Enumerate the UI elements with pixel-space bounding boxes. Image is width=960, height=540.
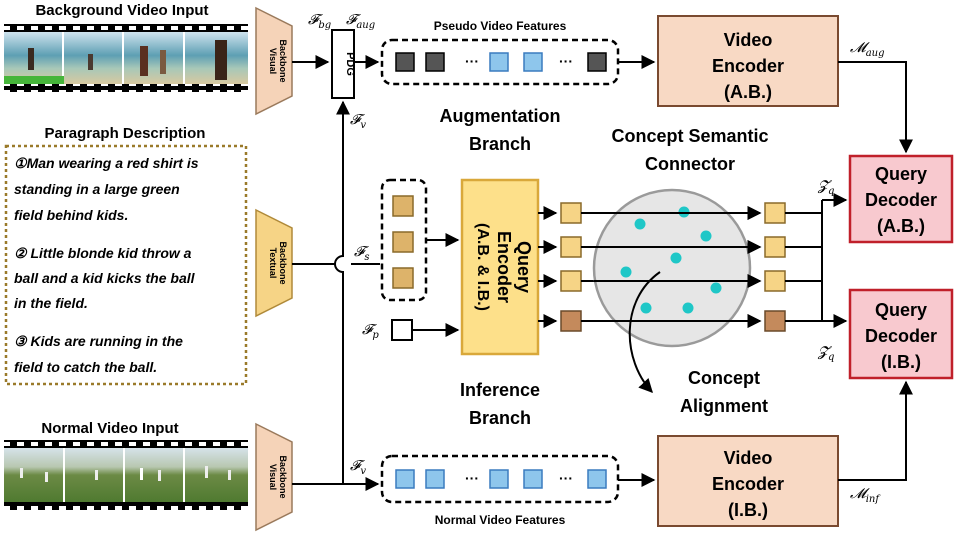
paragraph-1-line-3: field behind kids. <box>14 207 128 223</box>
pseudo-features-title: Pseudo Video Features <box>434 19 567 33</box>
paragraph-3-line-2: field to catch the ball. <box>14 359 157 375</box>
inference-branch-label: Inference <box>460 380 540 400</box>
concept-alignment-label-2: Alignment <box>680 396 768 416</box>
z-q-bottom-label: 𝓩q <box>817 344 834 363</box>
augmentation-branch-label-2: Branch <box>469 134 531 154</box>
paragraph-2-line-2: ball and a kid kicks the ball <box>14 270 196 286</box>
f-p-box <box>391 319 413 341</box>
svg-text:Backbone: Backbone <box>278 455 288 498</box>
svg-text:···: ··· <box>465 53 479 69</box>
paragraph-1-line-2: standing in a large green <box>14 181 180 197</box>
paragraph-2-line-1: ② Little blonde kid throw a <box>14 245 192 261</box>
query-tokens-out <box>764 193 848 332</box>
query-decoder-ab: Query Decoder (A.B.) <box>848 154 954 244</box>
svg-text:(I.B.): (I.B.) <box>881 352 921 372</box>
svg-text:PDG: PDG <box>344 52 356 76</box>
m-inf-label: 𝓜inf <box>850 486 881 505</box>
svg-text:Visual: Visual <box>268 48 278 74</box>
svg-text:···: ··· <box>559 53 573 69</box>
svg-text:Encoder: Encoder <box>712 474 784 494</box>
svg-text:Textual: Textual <box>268 248 278 279</box>
svg-text:(A.B.): (A.B.) <box>724 82 772 102</box>
normal-features-title: Normal Video Features <box>435 513 566 527</box>
paragraph-1-line-1: ①Man wearing a red shirt is <box>14 155 199 171</box>
svg-text:···: ··· <box>465 470 479 486</box>
normal-feature-tokens: ··· ··· <box>395 469 607 489</box>
paragraph-text: ①Man wearing a red shirt is standing in … <box>14 155 199 375</box>
visual-backbone-bottom: Visual Backbone <box>255 422 293 532</box>
concept-connector-label: Concept Semantic <box>611 126 768 146</box>
svg-text:Video: Video <box>724 448 773 468</box>
query-decoder-ib: Query Decoder (I.B.) <box>848 288 954 380</box>
normal-video-title: Normal Video Input <box>41 420 178 437</box>
svg-text:Video: Video <box>724 30 773 50</box>
paragraph-box <box>4 144 248 386</box>
video-encoder-ab: Video Encoder (A.B.) <box>657 15 839 107</box>
pseudo-feature-tokens: ··· ··· <box>395 52 607 72</box>
f-v-top-label: 𝓕v <box>350 112 366 131</box>
connector-arrows <box>594 206 762 328</box>
svg-text:(A.B. & I.B.): (A.B. & I.B.) <box>474 223 491 311</box>
svg-text:Backbone: Backbone <box>278 39 288 82</box>
query-encoder: Query Encoder (A.B. & I.B.) <box>460 178 540 356</box>
f-bg-label: 𝓕bg <box>308 12 331 31</box>
f-s-label: 𝓕s <box>354 244 369 263</box>
augmentation-branch-label: Augmentation <box>440 106 561 126</box>
paragraph-2-line-3: in the field. <box>14 295 88 311</box>
svg-text:Backbone: Backbone <box>278 241 288 284</box>
svg-text:Visual: Visual <box>268 464 278 490</box>
paragraph-title: Paragraph Description <box>45 125 206 142</box>
concept-alignment-label: Concept <box>688 368 760 388</box>
f-p-label: 𝓕p <box>362 322 379 341</box>
svg-text:Query: Query <box>875 300 927 320</box>
pdg-box <box>331 29 355 99</box>
paragraph-3-line-1: ③ Kids are running in the <box>14 333 183 349</box>
svg-text:Query: Query <box>875 164 927 184</box>
svg-text:Decoder: Decoder <box>865 326 937 346</box>
svg-text:(A.B.): (A.B.) <box>877 216 925 236</box>
normal-video-filmstrip <box>4 440 248 510</box>
svg-text:Decoder: Decoder <box>865 190 937 210</box>
z-q-top-label: 𝓩q <box>817 178 834 197</box>
visual-backbone-top: Visual Backbone <box>255 6 293 116</box>
svg-text:Query: Query <box>514 241 534 293</box>
svg-text:Encoder: Encoder <box>712 56 784 76</box>
concept-connector-label-2: Connector <box>645 154 735 174</box>
f-v-bottom-label: 𝓕v <box>350 458 366 477</box>
m-aug-label: 𝓜aug <box>850 40 885 59</box>
video-encoder-ib: Video Encoder (I.B.) <box>657 435 839 527</box>
background-video-filmstrip <box>4 24 248 92</box>
concept-alignment-arrow <box>628 271 661 394</box>
svg-text:(I.B.): (I.B.) <box>728 500 768 520</box>
text-feature-tokens <box>392 195 414 289</box>
svg-text:···: ··· <box>559 470 573 486</box>
svg-text:Encoder: Encoder <box>494 231 514 303</box>
inference-branch-label-2: Branch <box>469 408 531 428</box>
textual-backbone: Textual Backbone <box>255 208 293 318</box>
background-video-title: Background Video Input <box>35 2 208 19</box>
f-aug-label: 𝓕aug <box>346 12 375 31</box>
